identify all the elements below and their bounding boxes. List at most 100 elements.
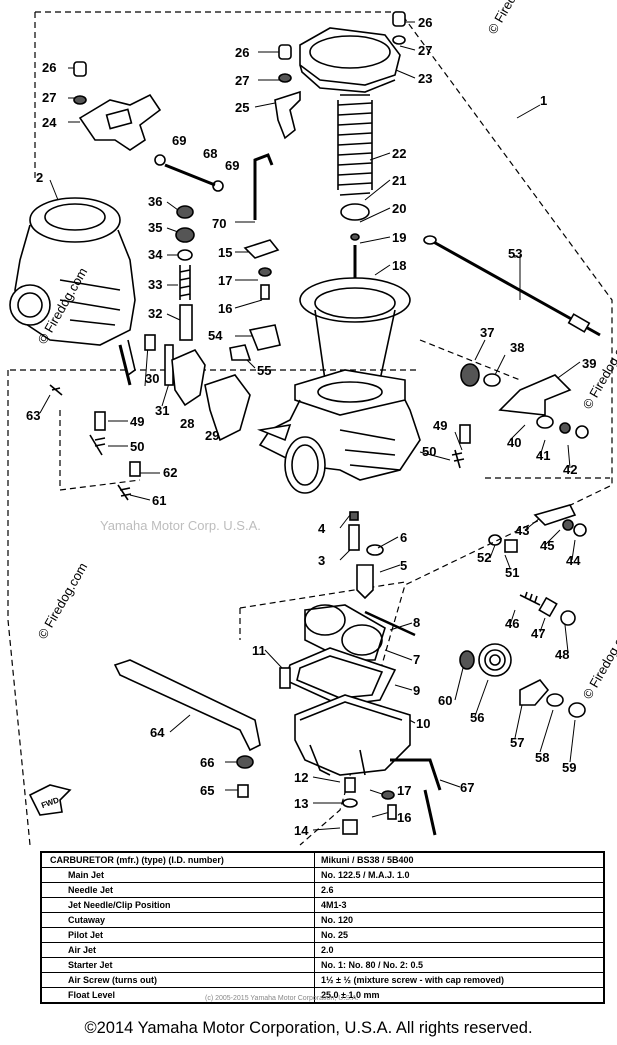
callout-19: 19 [392, 230, 406, 245]
callout-33: 33 [148, 277, 162, 292]
callout-21: 21 [392, 173, 406, 188]
callout-5: 5 [400, 558, 407, 573]
callout-35: 35 [148, 220, 162, 235]
callout-numbers: 1 2 3 4 5 6 7 8 9 10 11 12 13 14 15 16 1… [26, 15, 596, 838]
callout-50: 50 [130, 439, 144, 454]
spec-label: Starter Jet [40, 957, 315, 973]
spec-value: No. 1: No. 80 / No. 2: 0.5 [314, 957, 605, 973]
callout-16: 16 [218, 301, 232, 316]
screw [278, 44, 292, 60]
callout-69: 69 [172, 133, 186, 148]
callout-44: 44 [566, 553, 581, 568]
callout-60: 60 [438, 693, 452, 708]
site-watermark: © Firedog.com [485, 0, 541, 37]
callout-56: 56 [470, 710, 484, 725]
callout-26: 26 [235, 45, 249, 60]
callout-69: 69 [225, 158, 239, 173]
callout-26: 26 [418, 15, 432, 30]
callout-17: 17 [218, 273, 232, 288]
callout-50: 50 [422, 444, 436, 459]
site-watermark: © Firedog.com [580, 620, 617, 702]
callout-13: 13 [294, 796, 308, 811]
assembled-carburetor [9, 197, 136, 377]
spec-label: Needle Jet [40, 882, 315, 898]
leader-lines [39, 21, 581, 831]
callout-38: 38 [510, 340, 524, 355]
spec-value: 4M1-3 [314, 897, 605, 913]
callout-11: 11 [252, 643, 266, 658]
spec-value: No. 120 [314, 912, 605, 928]
site-watermark: © Firedog.com [35, 560, 91, 642]
callout-52: 52 [477, 550, 491, 565]
spec-label: Pilot Jet [40, 927, 315, 943]
spec-value: 2.6 [314, 882, 605, 898]
callout-25: 25 [235, 100, 249, 115]
top-cover [299, 27, 401, 86]
callout-59: 59 [562, 760, 576, 775]
callout-28: 28 [180, 416, 194, 431]
callout-31: 31 [155, 403, 169, 418]
callout-55: 55 [257, 363, 271, 378]
carburetor-spec-table: CARBURETOR (mfr.) (type) (I.D. number)Mi… [40, 851, 605, 1004]
callout-68: 68 [203, 146, 217, 161]
callout-57: 57 [510, 735, 524, 750]
spec-value: 1½ ± ½ (mixture screw - with cap removed… [314, 972, 605, 988]
callout-3: 3 [318, 553, 325, 568]
callout-17: 17 [397, 783, 411, 798]
callout-1: 1 [540, 93, 547, 108]
callout-12: 12 [294, 770, 308, 785]
callout-29: 29 [205, 428, 219, 443]
callout-14: 14 [294, 823, 309, 838]
table-credit: (c) 2005-2015 Yamaha Motor Corporation, … [205, 995, 359, 1002]
screw [392, 11, 406, 27]
mounting-bracket [113, 659, 261, 752]
callout-63: 63 [26, 408, 40, 423]
callout-30: 30 [145, 371, 159, 386]
callout-61: 61 [152, 493, 166, 508]
spec-row: CARBURETOR (mfr.) (type) (I.D. number)Mi… [40, 851, 605, 868]
callout-20: 20 [392, 201, 406, 216]
callout-2: 2 [36, 170, 43, 185]
callout-27: 27 [235, 73, 249, 88]
callout-51: 51 [505, 565, 519, 580]
callout-65: 65 [200, 783, 214, 798]
callout-37: 37 [480, 325, 494, 340]
callout-36: 36 [148, 194, 162, 209]
spec-value: 2.0 [314, 942, 605, 958]
callout-48: 48 [555, 647, 569, 662]
carburetor-parts [9, 11, 601, 836]
callout-66: 66 [200, 755, 214, 770]
callout-15: 15 [218, 245, 232, 260]
spec-row: Air Screw (turns out)1½ ± ½ (mixture scr… [40, 972, 605, 988]
callout-26: 26 [42, 60, 56, 75]
callout-49: 49 [130, 414, 144, 429]
callout-49: 49 [433, 418, 447, 433]
callout-39: 39 [582, 356, 596, 371]
callout-67: 67 [460, 780, 474, 795]
callout-62: 62 [163, 465, 177, 480]
callout-16: 16 [397, 810, 411, 825]
callout-4: 4 [318, 521, 326, 536]
center-watermark: Yamaha Motor Corp. U.S.A. [100, 518, 261, 533]
callout-6: 6 [400, 530, 407, 545]
callout-23: 23 [418, 71, 432, 86]
callout-42: 42 [563, 462, 577, 477]
callout-10: 10 [416, 716, 430, 731]
callout-27: 27 [42, 90, 56, 105]
callout-45: 45 [540, 538, 554, 553]
callout-34: 34 [148, 247, 163, 262]
spec-label: Main Jet [40, 867, 315, 883]
callout-32: 32 [148, 306, 162, 321]
spec-label: Air Jet [40, 942, 315, 958]
screw [73, 61, 87, 77]
spec-value: Mikuni / BS38 / 5B400 [314, 851, 605, 868]
callout-47: 47 [531, 626, 545, 641]
callout-9: 9 [413, 683, 420, 698]
callout-41: 41 [536, 448, 550, 463]
callout-27: 27 [418, 43, 432, 58]
spec-value: No. 122.5 / M.A.J. 1.0 [314, 867, 605, 883]
